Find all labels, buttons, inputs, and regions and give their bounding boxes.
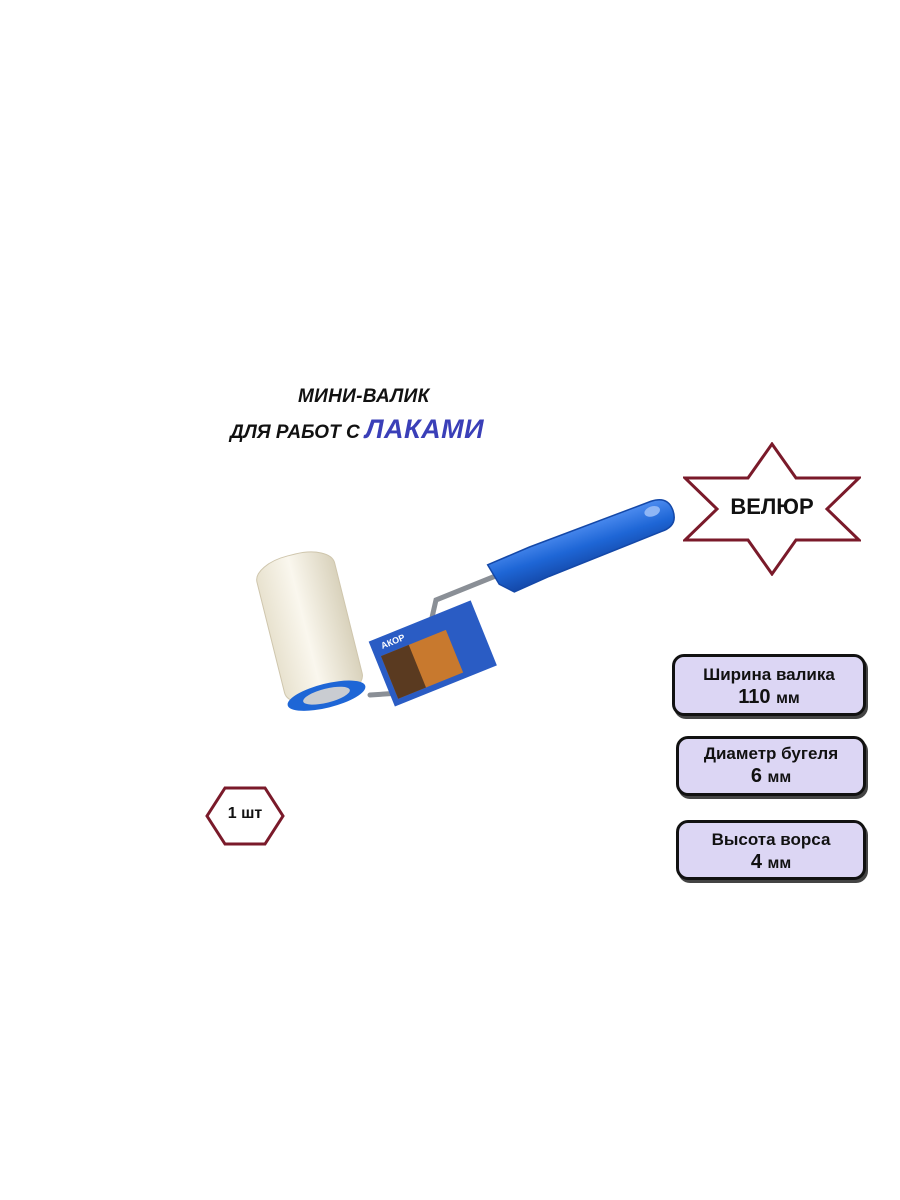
product-card: АКОР bbox=[368, 600, 497, 707]
title-line-2: ДЛЯ РАБОТ С ЛАКАМИ bbox=[230, 414, 484, 445]
material-badge-label: ВЕЛЮР bbox=[730, 494, 814, 519]
roller-handle bbox=[486, 499, 675, 593]
spec-value: 4 мм bbox=[679, 850, 863, 876]
spec-pile-height: Высота ворса 4 мм bbox=[676, 820, 866, 880]
paint-roller-image: АКОР bbox=[256, 499, 675, 711]
quantity-badge-label: 1 шт bbox=[227, 805, 263, 822]
spec-roller-width: Ширина валика 110 мм bbox=[672, 654, 866, 716]
star-badge-icon bbox=[683, 442, 861, 576]
spec-unit: мм bbox=[767, 769, 792, 786]
spec-unit: мм bbox=[767, 855, 792, 872]
title-prefix: ДЛЯ РАБОТ С bbox=[230, 422, 360, 443]
title-line-1: МИНИ-ВАЛИК bbox=[298, 386, 430, 407]
spec-number: 110 bbox=[738, 686, 771, 708]
spec-value: 6 мм bbox=[679, 764, 863, 790]
title-accent: ЛАКАМИ bbox=[364, 414, 485, 444]
spec-unit: мм bbox=[776, 690, 800, 707]
spec-label: Диаметр бугеля bbox=[703, 744, 839, 763]
spec-number: 6 bbox=[750, 765, 762, 787]
spec-frame-diameter: Диаметр бугеля 6 мм bbox=[676, 736, 866, 796]
spec-label: Ширина валика bbox=[703, 665, 835, 684]
spec-number: 4 bbox=[750, 851, 762, 873]
roller-cover bbox=[256, 551, 366, 711]
spec-value: 110 мм bbox=[675, 685, 863, 711]
hexagon-badge-icon bbox=[205, 786, 285, 846]
spec-label: Высота ворса bbox=[711, 830, 831, 849]
